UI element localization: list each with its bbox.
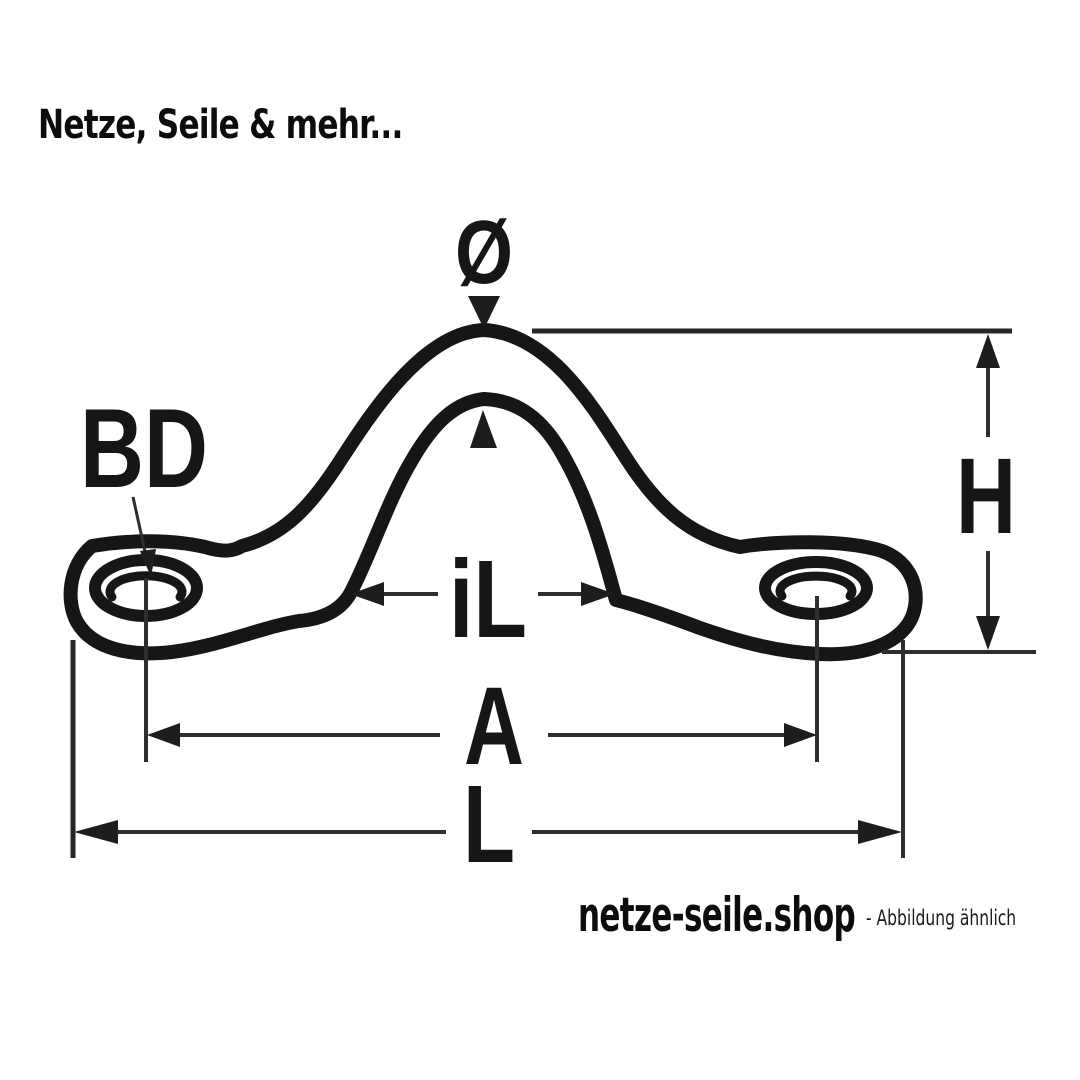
hole-distance-label: A <box>464 665 524 788</box>
footer-disclaimer-text: - Abbildung ähnlich <box>866 906 1017 930</box>
height-label: H <box>956 435 1016 556</box>
dimension-labels-group: Ø BD iL H A L <box>80 203 1016 886</box>
eye-strap-outline <box>63 323 923 662</box>
bore-leader-arrow-icon <box>140 549 156 577</box>
left-mounting-hole-countersink <box>105 571 187 602</box>
inner-length-arrow-right-icon <box>581 582 615 606</box>
footer-brand-text: netze-seile.shop <box>578 888 856 943</box>
bore-leader-line <box>131 496 148 557</box>
hole-distance-arrow-right-icon <box>784 723 817 747</box>
inner-length-label: iL <box>449 538 527 661</box>
total-length-arrow-right-icon <box>858 820 902 844</box>
inner-length-arrow-left-icon <box>350 582 384 606</box>
diameter-label: Ø <box>455 203 513 303</box>
diameter-arrow-up-icon <box>470 410 497 448</box>
hole-distance-arrow-left-icon <box>147 723 180 747</box>
total-length-arrow-left-icon <box>74 820 118 844</box>
bore-label: BD <box>80 386 208 511</box>
dimension-lines-group <box>70 296 1036 858</box>
height-arrow-up-icon <box>976 334 1000 368</box>
total-length-label: L <box>463 763 515 886</box>
header-brand-text: Netze, Seile & mehr... <box>38 102 403 148</box>
right-mounting-hole-countersink <box>775 571 857 601</box>
diameter-arrow-down-icon <box>468 296 500 329</box>
height-arrow-down-icon <box>976 616 1000 650</box>
